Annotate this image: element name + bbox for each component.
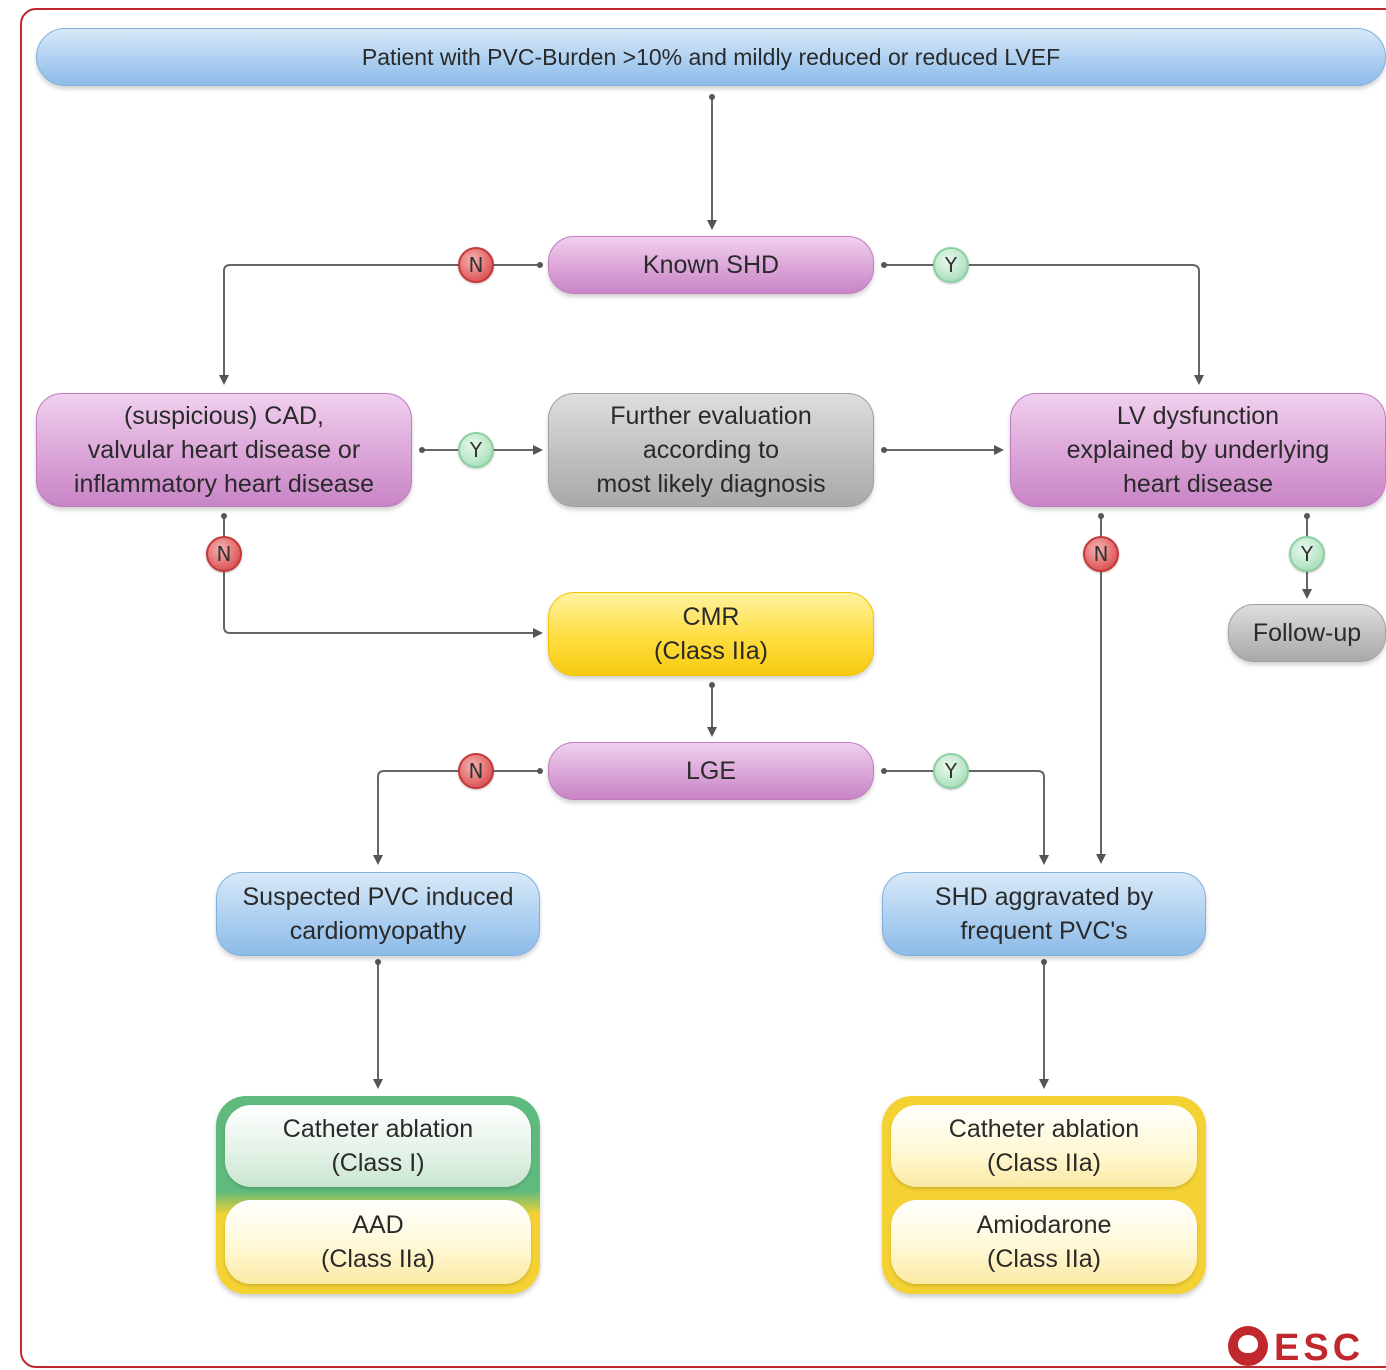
arrow-known-shd-yes-to-lv xyxy=(884,264,1204,385)
treatment-group-left: Catheter ablation (Class I) AAD (Class I… xyxy=(216,1096,540,1294)
badge-no-known-shd: N xyxy=(458,247,494,283)
badge-yes-known-shd: Y xyxy=(933,247,969,283)
node-follow-up: Follow-up xyxy=(1228,604,1386,662)
badge-yes-lv-dysfunction: Y xyxy=(1289,536,1325,572)
node-lge: LGE xyxy=(548,742,874,800)
arrow-lge-yes-to-shd-aggravated xyxy=(884,770,1049,865)
badge-yes-cad: Y xyxy=(458,432,494,468)
esc-logo-text: ESC xyxy=(1274,1327,1365,1369)
arrow-known-shd-no-to-cad xyxy=(219,264,540,385)
node-suspected-pvc-cardiomyopathy: Suspected PVC induced cardiomyopathy xyxy=(216,872,540,956)
treatment-amiodarone-class-iia: Amiodarone (Class IIa) xyxy=(891,1200,1197,1284)
badge-yes-lge: Y xyxy=(933,753,969,789)
arrow-cad-no-to-cmr xyxy=(223,516,543,638)
treatment-catheter-ablation-class-iia: Catheter ablation (Class IIa) xyxy=(891,1105,1197,1187)
badge-no-cad: N xyxy=(206,536,242,572)
node-cad-valvular-inflammatory: (suspicious) CAD, valvular heart disease… xyxy=(36,393,412,507)
node-known-shd: Known SHD xyxy=(548,236,874,294)
badge-no-lge: N xyxy=(458,753,494,789)
node-shd-aggravated: SHD aggravated by frequent PVC's xyxy=(882,872,1206,956)
esc-logo: ESC xyxy=(1228,1326,1364,1369)
treatment-aad-class-iia: AAD (Class IIa) xyxy=(225,1200,531,1284)
treatment-catheter-ablation-class-i: Catheter ablation (Class I) xyxy=(225,1105,531,1187)
treatment-group-right: Catheter ablation (Class IIa) Amiodarone… xyxy=(882,1096,1206,1294)
badge-no-lv-dysfunction: N xyxy=(1083,536,1119,572)
node-cmr: CMR (Class IIa) xyxy=(548,592,874,676)
arrow-lge-no-to-suspected xyxy=(373,770,540,865)
esc-heart-logo-icon xyxy=(1228,1326,1268,1366)
node-patient-pvc-burden: Patient with PVC-Burden >10% and mildly … xyxy=(36,28,1386,86)
node-further-evaluation: Further evaluation according to most lik… xyxy=(548,393,874,507)
node-lv-dysfunction: LV dysfunction explained by underlying h… xyxy=(1010,393,1386,507)
